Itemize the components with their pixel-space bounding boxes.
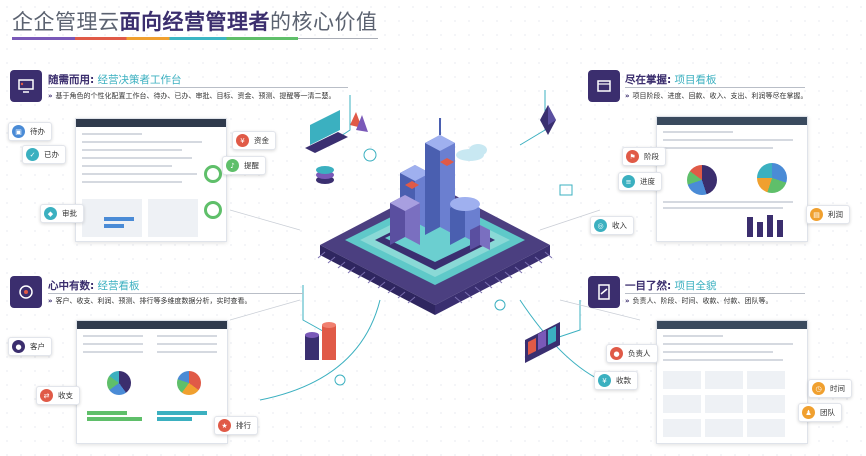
title-part-1: 企企管理云 — [12, 10, 120, 34]
title-color-bar — [12, 37, 298, 40]
trophy-icon: ★ — [218, 419, 231, 432]
label-time: ◷ 时间 — [808, 379, 852, 398]
section-1-key: 随需而用: — [48, 74, 95, 86]
chart-icon: ▤ — [810, 208, 823, 221]
section-2-value: 项目看板 — [674, 74, 717, 86]
check-icon: ✓ — [26, 148, 39, 161]
section-3-desc: »客户、收支、利润、预测、排行等多维度数据分析，实时查看。 — [48, 297, 252, 305]
label-owner: ● 负责人 — [606, 344, 658, 363]
team-icon: ♟ — [802, 406, 815, 419]
clock-icon: ◷ — [812, 382, 825, 395]
monitor-icon — [10, 70, 42, 102]
project-overview-mock — [656, 320, 808, 444]
label-stage: ⚑ 阶段 — [622, 147, 666, 166]
label-done: ✓ 已办 — [22, 145, 66, 164]
label-rank: ★ 排行 — [214, 416, 258, 435]
flag-icon: ⚑ — [626, 150, 639, 163]
target-icon — [10, 276, 42, 308]
label-remind: ♪ 提醒 — [222, 156, 266, 175]
section-3-rule — [48, 293, 303, 294]
label-revexp: ⇄ 收支 — [36, 386, 80, 405]
user-icon: ● — [12, 340, 25, 353]
business-board-mock — [76, 320, 228, 444]
title-underline — [298, 38, 378, 39]
workbench-dashboard-mock — [75, 118, 227, 242]
section-3-value: 经营看板 — [97, 280, 140, 292]
exchange-icon: ⇄ — [40, 389, 53, 402]
list-icon: ≡ — [622, 175, 635, 188]
section-4-rule — [625, 293, 805, 294]
money-icon: ¥ — [236, 134, 249, 147]
label-income: ◎ 收入 — [590, 216, 634, 235]
label-todo: ▣ 待办 — [8, 122, 52, 141]
coin-icon: ¥ — [598, 374, 611, 387]
label-funds: ¥ 资金 — [232, 131, 276, 150]
label-progress: ≡ 进度 — [618, 172, 662, 191]
section-2-desc: »项目阶段、进度、回款、收入、支出、利润等尽在掌握。 — [625, 92, 808, 100]
section-2-heading: 尽在掌握: 项目看板 — [625, 72, 717, 87]
wallet-icon: ◎ — [594, 219, 607, 232]
section-4-heading: 一目了然: 项目全貌 — [625, 278, 717, 293]
project-board-mock — [656, 116, 808, 242]
label-approve: ◆ 审批 — [40, 204, 84, 223]
box-icon — [588, 70, 620, 102]
stamp-icon: ◆ — [44, 207, 57, 220]
section-1-value: 经营决策者工作台 — [97, 74, 182, 86]
section-2-rule — [625, 87, 805, 88]
section-1-heading: 随需而用: 经营决策者工作台 — [48, 72, 182, 87]
section-4-key: 一目了然: — [625, 280, 672, 292]
title-part-3: 的核心价值 — [270, 10, 378, 34]
label-customer: ● 客户 — [8, 337, 52, 356]
inbox-icon: ▣ — [12, 125, 25, 138]
section-3-heading: 心中有数: 经营看板 — [48, 278, 140, 293]
bell-icon: ♪ — [226, 159, 239, 172]
section-1-desc: »基于角色的个性化配置工作台、待办、已办、审批、目标、资金、预测、提醒等一清二楚… — [48, 92, 336, 100]
title-part-2: 面向经营管理者 — [119, 10, 270, 34]
label-profit: ▤ 利润 — [806, 205, 850, 224]
section-2-key: 尽在掌握: — [625, 74, 672, 86]
section-4-desc: »负责人、阶段、时间、收款、付款、团队等。 — [625, 297, 773, 305]
section-3-key: 心中有数: — [48, 280, 95, 292]
label-collect: ¥ 收款 — [594, 371, 638, 390]
person-icon: ● — [610, 347, 623, 360]
section-4-value: 项目全貌 — [674, 280, 717, 292]
document-icon — [588, 276, 620, 308]
page-title: 企企管理云面向经营管理者的核心价值 — [12, 6, 378, 36]
section-1-rule — [48, 87, 348, 88]
label-team: ♟ 团队 — [798, 403, 842, 422]
